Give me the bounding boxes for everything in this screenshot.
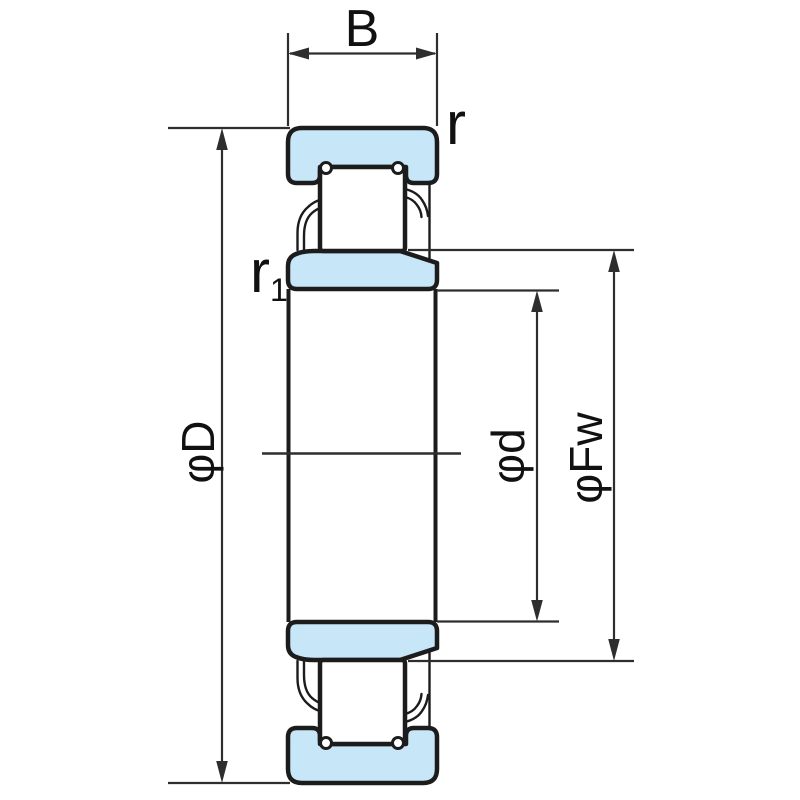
arrow-phifw-bottom — [608, 639, 620, 661]
dimension-B: B — [286, 0, 439, 126]
roller-corner-dot-left — [319, 161, 333, 175]
arrow-phid-bottom — [531, 600, 543, 622]
cage-right-curve — [403, 187, 430, 218]
inner-ring-section — [285, 248, 440, 292]
dimension-phi-Fw: φFw — [408, 248, 634, 663]
label-raceway-diameter: φFw — [560, 412, 612, 504]
arrow-phid-top — [531, 290, 543, 312]
label-outer-diameter: φD — [172, 420, 224, 483]
roller-corner-dot-right — [391, 161, 405, 175]
dimension-phi-d: φd — [437, 289, 559, 623]
label-chamfer-r: r — [446, 90, 466, 157]
bearing-bottom-section — [288, 622, 437, 783]
arrow-phifw-top — [608, 250, 620, 272]
cage-right-curve-inner — [403, 195, 423, 219]
arrow-phiD-top — [216, 128, 228, 150]
dimension-phi-D: φD — [168, 126, 290, 785]
label-chamfer-r1-sub: 1 — [270, 272, 288, 308]
roller-section — [317, 164, 408, 254]
bearing-top-section — [285, 125, 440, 292]
cage-left-curve — [296, 198, 323, 252]
arrow-b-left — [288, 47, 309, 60]
arrow-phiD-bottom — [216, 761, 228, 783]
label-width-B: B — [345, 0, 380, 58]
label-chamfer-r1: r1 — [250, 238, 288, 308]
label-chamfer-r1-base: r — [250, 238, 270, 305]
arrow-b-right — [416, 47, 437, 60]
label-bore-diameter: φd — [482, 428, 534, 483]
